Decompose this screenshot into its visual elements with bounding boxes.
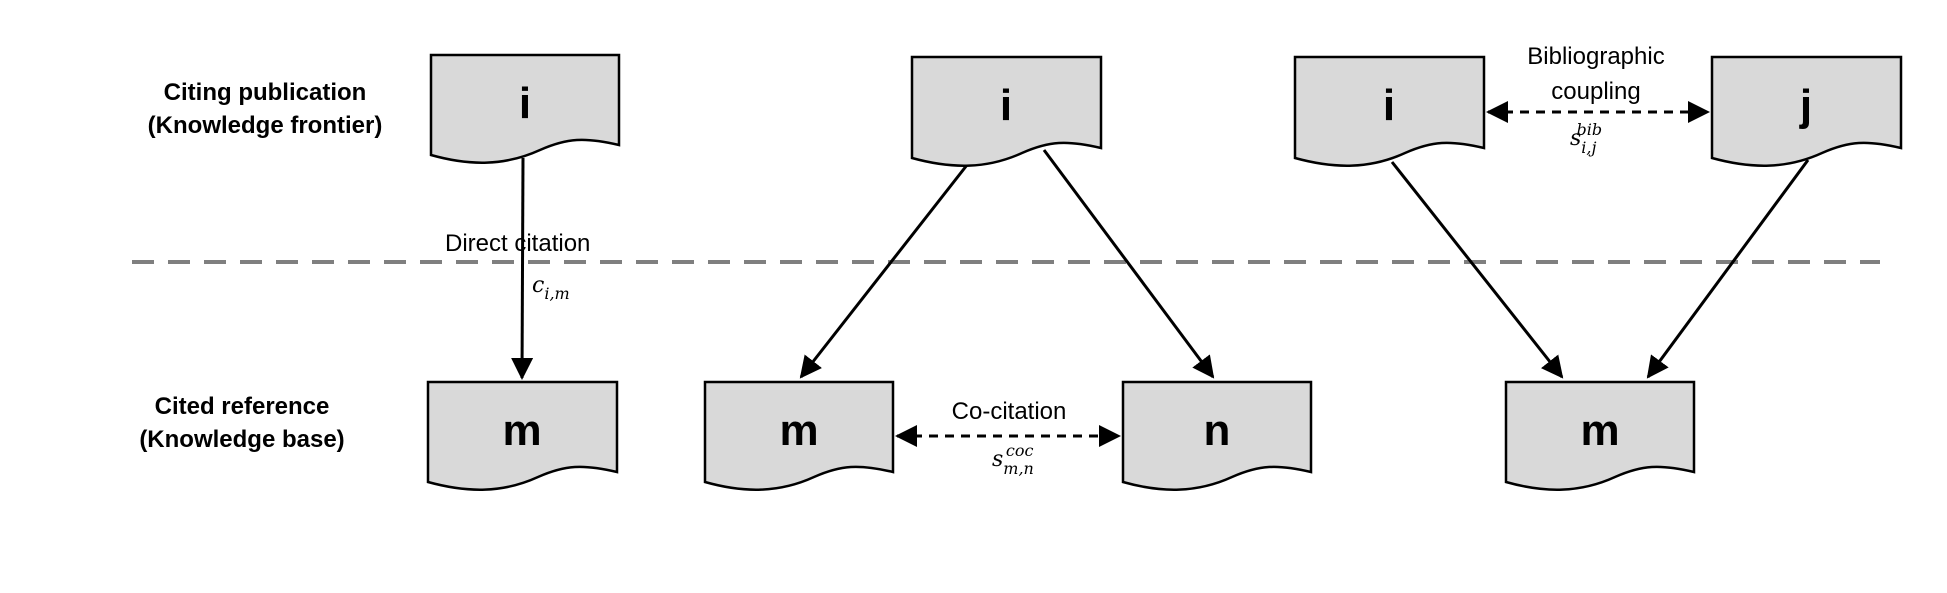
document-a-i-label: i	[519, 79, 531, 128]
document-a-m: m	[426, 380, 619, 491]
document-c-m-label: m	[1580, 406, 1619, 455]
document-c-j-label: j	[1799, 81, 1812, 130]
direct-citation-label: Direct citation	[445, 230, 590, 257]
document-c-i-label: i	[1383, 81, 1395, 130]
bibliographic-coupling-label: Bibliographic	[1527, 43, 1664, 70]
co-citation-symbol: sm,ncoc	[992, 441, 1034, 478]
document-a-i: i	[429, 53, 621, 164]
bibliographic-coupling-symbol: si,jbib	[1570, 120, 1602, 157]
document-b-n: n	[1121, 380, 1313, 491]
document-c-i: i	[1293, 55, 1486, 167]
document-b-m: m	[703, 380, 895, 491]
citation-edge-i-to-m-c	[1390, 161, 1564, 379]
co-citation-label: Co-citation	[952, 398, 1067, 425]
document-b-i: i	[910, 55, 1103, 167]
cited-row-label: Cited reference	[155, 393, 330, 420]
citing-row-label: Citing publication	[164, 79, 367, 106]
citing-row-sublabel: (Knowledge frontier)	[148, 112, 383, 139]
document-b-n-label: n	[1204, 406, 1231, 455]
document-a-m-label: m	[502, 406, 541, 455]
document-c-j: j	[1710, 55, 1903, 167]
citation-edge-i-to-m	[799, 164, 969, 379]
direct-citation-symbol: ci,m	[532, 273, 570, 303]
document-b-i-label: i	[1000, 81, 1012, 130]
document-c-m: m	[1504, 380, 1696, 491]
bibliographic-coupling-sublabel: coupling	[1551, 78, 1640, 105]
document-b-m-label: m	[779, 406, 818, 455]
citation-edge-i-to-n	[1042, 149, 1215, 379]
citation-edge-j-to-m-c	[1646, 159, 1810, 379]
direct-citation-edge	[511, 157, 534, 380]
cited-row-sublabel: (Knowledge base)	[139, 426, 344, 453]
